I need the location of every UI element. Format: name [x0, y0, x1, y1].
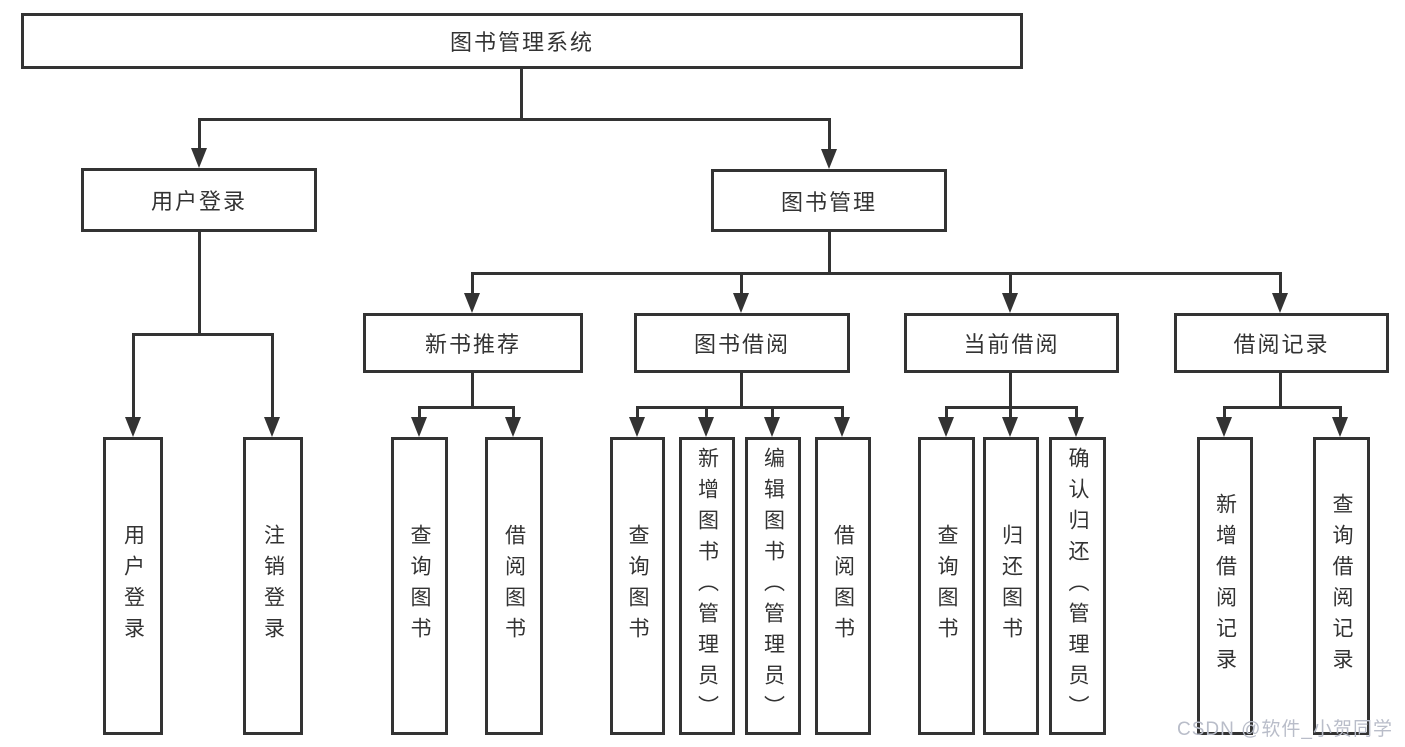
- connector: [512, 406, 515, 420]
- arrowhead-down-icon: [938, 417, 954, 437]
- connector: [1279, 373, 1282, 409]
- leaf-confirm-return-admin: 确认归还（管理员）: [1049, 437, 1106, 735]
- arrowhead-down-icon: [764, 417, 780, 437]
- node-book-management: 图书管理: [711, 169, 947, 232]
- arrowhead-down-icon: [1272, 293, 1288, 313]
- leaf-return-book: 归还图书: [983, 437, 1039, 735]
- connector: [520, 69, 523, 120]
- leaf-label: 新增图书（管理员）: [695, 446, 719, 726]
- leaf-label: 查询图书: [626, 524, 650, 648]
- arrowhead-down-icon: [733, 293, 749, 313]
- arrowhead-down-icon: [1002, 417, 1018, 437]
- connector: [471, 272, 474, 300]
- connector: [471, 373, 474, 409]
- connector: [1223, 406, 1342, 409]
- arrowhead-down-icon: [464, 293, 480, 313]
- node-user-login: 用户登录: [81, 168, 317, 232]
- connector: [705, 406, 708, 420]
- arrowhead-down-icon: [1332, 417, 1348, 437]
- node-book-borrow: 图书借阅: [634, 313, 850, 373]
- arrowhead-down-icon: [1216, 417, 1232, 437]
- connector: [636, 406, 639, 420]
- leaf-query-borrow-record: 查询借阅记录: [1313, 437, 1370, 735]
- leaf-label: 查询图书: [408, 524, 432, 648]
- leaf-logout: 注销登录: [243, 437, 303, 735]
- connector: [1009, 272, 1012, 300]
- leaf-label: 编辑图书（管理员）: [761, 446, 785, 726]
- leaf-borrow-books-recommend: 借阅图书: [485, 437, 543, 735]
- leaf-label: 归还图书: [999, 524, 1023, 648]
- leaf-query-books-recommend: 查询图书: [391, 437, 448, 735]
- arrowhead-down-icon: [264, 417, 280, 437]
- connector: [636, 406, 844, 409]
- connector: [1339, 406, 1342, 420]
- arrowhead-down-icon: [821, 149, 837, 169]
- connector: [828, 118, 831, 152]
- arrowhead-down-icon: [505, 417, 521, 437]
- leaf-label: 查询图书: [935, 524, 959, 648]
- connector: [132, 333, 274, 336]
- leaf-label: 注销登录: [261, 524, 285, 648]
- connector: [198, 118, 831, 121]
- connector: [1009, 373, 1012, 409]
- leaf-label: 用户登录: [121, 524, 145, 648]
- connector: [771, 406, 774, 420]
- connector: [1009, 406, 1012, 420]
- connector: [841, 406, 844, 420]
- arrowhead-down-icon: [191, 148, 207, 168]
- connector: [1223, 406, 1226, 420]
- connector: [132, 333, 135, 423]
- watermark: CSDN @软件_小贺同学: [1177, 719, 1393, 740]
- arrowhead-down-icon: [1002, 293, 1018, 313]
- connector: [471, 272, 1282, 275]
- leaf-query-books-current: 查询图书: [918, 437, 975, 735]
- connector: [828, 232, 831, 275]
- arrowhead-down-icon: [125, 417, 141, 437]
- arrowhead-down-icon: [1068, 417, 1084, 437]
- leaf-edit-book-admin: 编辑图书（管理员）: [745, 437, 801, 735]
- arrowhead-down-icon: [834, 417, 850, 437]
- connector: [198, 232, 201, 336]
- connector: [740, 272, 743, 300]
- leaf-label: 确认归还（管理员）: [1066, 446, 1090, 726]
- connector: [945, 406, 948, 420]
- leaf-user-login: 用户登录: [103, 437, 163, 735]
- node-root: 图书管理系统: [21, 13, 1023, 69]
- connector: [1075, 406, 1078, 420]
- connector: [418, 406, 515, 409]
- leaf-add-book-admin: 新增图书（管理员）: [679, 437, 735, 735]
- connector: [198, 118, 201, 152]
- node-current-borrow: 当前借阅: [904, 313, 1119, 373]
- node-new-book-recommend: 新书推荐: [363, 313, 583, 373]
- connector: [740, 373, 743, 409]
- leaf-query-books-borrow: 查询图书: [610, 437, 665, 735]
- connector: [418, 406, 421, 420]
- connector: [1279, 272, 1282, 300]
- leaf-label: 新增借阅记录: [1213, 493, 1237, 679]
- leaf-label: 借阅图书: [831, 524, 855, 648]
- leaf-borrow-books: 借阅图书: [815, 437, 871, 735]
- connector: [271, 333, 274, 423]
- node-borrow-records: 借阅记录: [1174, 313, 1389, 373]
- arrowhead-down-icon: [698, 417, 714, 437]
- leaf-label: 查询借阅记录: [1330, 493, 1354, 679]
- leaf-label: 借阅图书: [502, 524, 526, 648]
- arrowhead-down-icon: [629, 417, 645, 437]
- leaf-add-borrow-record: 新增借阅记录: [1197, 437, 1253, 735]
- arrowhead-down-icon: [411, 417, 427, 437]
